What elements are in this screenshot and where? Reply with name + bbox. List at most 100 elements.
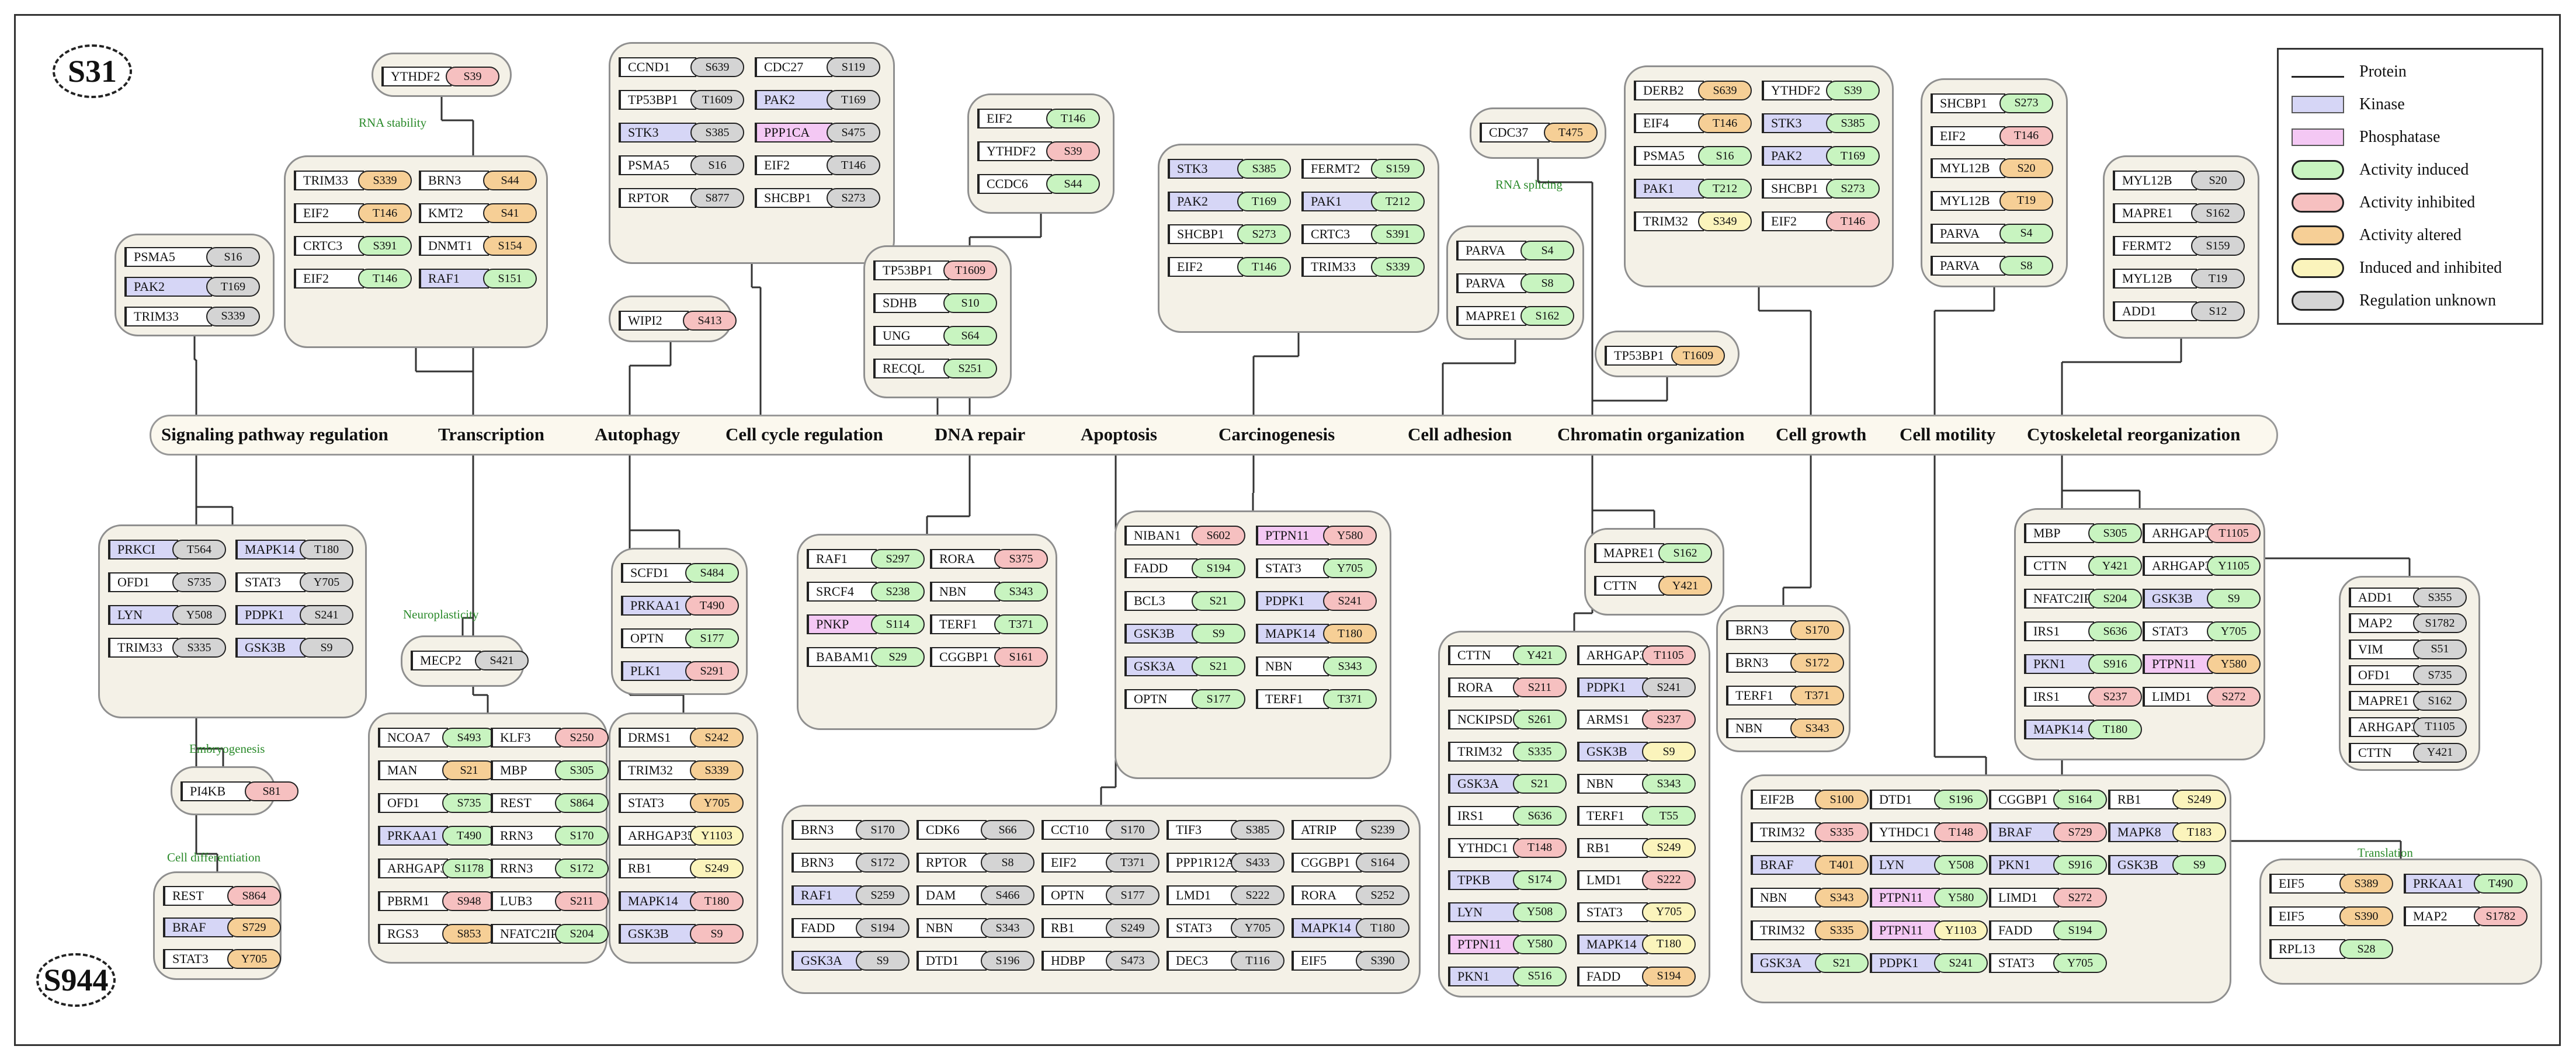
protein-name: FADD [1989,920,2059,940]
protein-name: SHCBP1 [1168,224,1243,244]
legend-label: Activity inhibited [2359,193,2476,211]
phosphosite-pill: S20 [1999,158,2053,179]
phosphosite-pill: Y705 [300,572,353,592]
protein-name: STAT3 [1989,953,2059,973]
phosphosite-pill: S170 [555,826,609,846]
protein-name: TRIM32 [1751,920,1821,940]
phosphosite-pill: S211 [1513,677,1567,698]
phosphosite-pill: S194 [856,918,909,938]
protein-name: PDPK1 [235,605,305,625]
protein-name: CGGBP1 [1989,790,2059,809]
protein-name: RB1 [1041,918,1112,938]
protein-name: UNG [873,326,949,346]
protein-name: CGGBP1 [930,647,1000,667]
category-label: Cell growth [1776,424,1867,444]
protein-name: KMT2 [419,203,489,223]
phosphosite-pill: S602 [1192,526,1245,545]
protein-name: RAF1 [419,269,489,289]
phosphosite-pill: S151 [483,269,537,289]
legend-item: Activity altered [2292,224,2462,247]
protein-name: CTTN [2024,556,2094,576]
protein-name: TRIM32 [1634,211,1704,231]
phosphosite-pill: Y705 [2207,621,2261,641]
protein-name: PKN1 [2024,654,2094,674]
legend-item: Kinase [2292,93,2405,116]
phosphosite-pill: Y421 [2088,556,2142,576]
protein-name: STAT3 [1577,902,1648,922]
protein-name: PARVA [1931,223,2005,244]
process-note: Cell differentiation [167,850,261,864]
phosphosite-pill: S39 [446,67,499,86]
protein-name: CGGBP1 [1292,853,1362,873]
protein-name: WIPI2 [619,311,689,331]
phosphosite-pill: S174 [1513,870,1567,890]
protein-name: BRN3 [791,853,862,873]
phosphosite-pill: T19 [2191,269,2245,289]
phosphosite-pill: S259 [856,885,909,905]
protein-name: PDPK1 [1870,953,1940,973]
protein-name: RB1 [1577,837,1648,858]
phosphosite-pill: S273 [1237,224,1291,244]
phosphosite-pill: S473 [1106,951,1159,971]
phosphosite-pill: Y705 [227,949,281,969]
phosphosite-pill: S375 [994,549,1048,569]
phosphosite-pill: Y1103 [690,826,744,846]
legend-item: Induced and inhibited [2292,256,2502,280]
protein-name: MYL12B [1931,158,2005,179]
protein-name: TERF1 [930,614,1000,634]
phosphosite-pill: S864 [227,886,281,906]
phosphosite-pill: S204 [555,924,609,944]
protein-name: PSMA5 [619,155,696,175]
phosphosite-pill: Y705 [1231,918,1284,938]
phosphosite-pill: S305 [555,760,609,780]
protein-name: IRS1 [2024,687,2094,707]
phosphosite-pill: S29 [871,647,925,667]
protein-name: EIF5 [1292,951,1362,971]
protein-name: DTD1 [1870,790,1940,809]
protein-name: MAPK14 [1256,624,1329,644]
phosphosite-pill: T180 [300,540,353,559]
protein-name: MAPRE1 [1456,306,1526,326]
protein-name: YTHDF2 [977,141,1052,161]
phosphosite-pill: Y580 [1513,934,1567,954]
phosphosite-pill: S9 [300,638,353,658]
protein-name: PI4KB [180,781,251,801]
protein-name: CRTC3 [1301,224,1377,244]
protein-name: PNKP [807,614,877,634]
protein-name: PTPN11 [1448,934,1519,954]
protein-name: DRMS1 [619,728,696,748]
protein-name: RPTOR [916,853,987,873]
protein-name: BRAF [163,917,233,937]
protein-name: GSK3B [1577,742,1648,762]
protein-name: OFD1 [378,793,448,813]
protein-name: DNMT1 [419,236,489,256]
phosphosite-pill: S249 [1106,918,1159,938]
protein-name: SRCF4 [807,582,877,602]
phosphosite-pill: S10 [943,293,997,313]
